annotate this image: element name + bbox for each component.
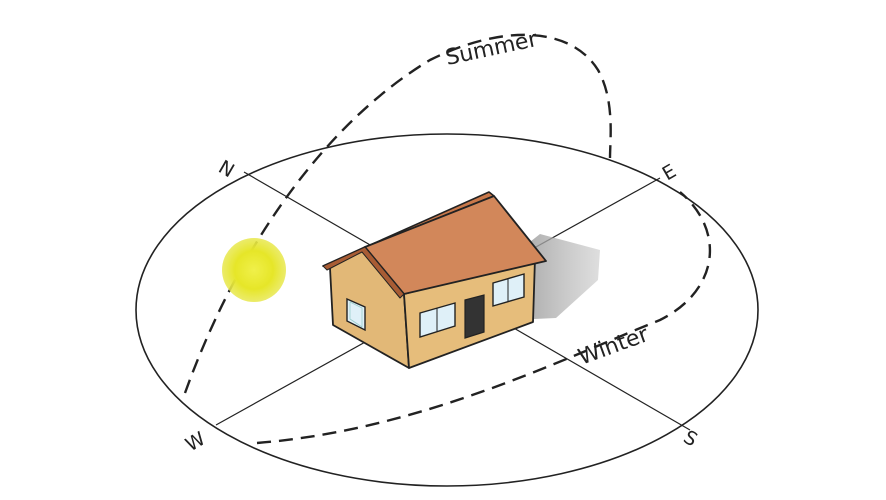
east-label: E <box>659 160 680 185</box>
sun-circle <box>222 238 286 302</box>
house-door <box>464 294 485 339</box>
south-label: S <box>680 426 701 451</box>
winter-sun-path <box>256 191 712 445</box>
winter-label: Winter <box>575 322 653 371</box>
side-window-right <box>492 273 525 307</box>
summer-sun-path <box>183 33 612 394</box>
summer-label: Summer <box>443 27 540 71</box>
roof-gable-edge <box>322 246 405 299</box>
side-window-left <box>419 302 456 338</box>
west-label: W <box>182 428 209 457</box>
horizon-ellipse <box>135 133 759 487</box>
north-label: N <box>215 156 238 182</box>
gable-window <box>346 297 366 332</box>
